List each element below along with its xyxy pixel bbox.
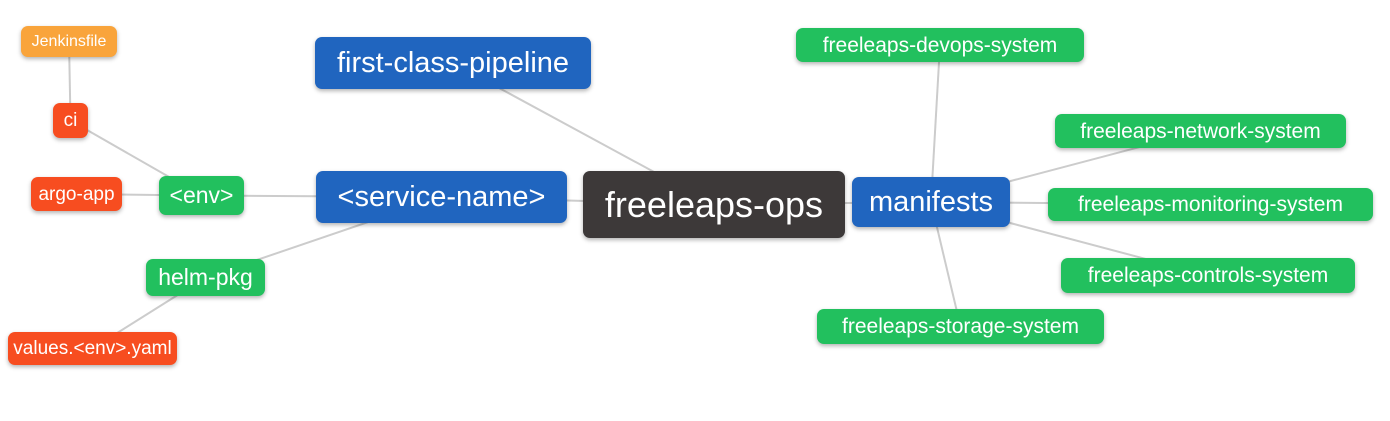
node-values-env-yaml[interactable]: values.<env>.yaml: [8, 332, 177, 365]
node-jenkinsfile[interactable]: Jenkinsfile: [21, 26, 117, 57]
node-ci[interactable]: ci: [53, 103, 88, 138]
node-freeleaps-ops[interactable]: freeleaps-ops: [583, 171, 845, 238]
node-argo-app[interactable]: argo-app: [31, 177, 122, 211]
node-env[interactable]: <env>: [159, 176, 244, 215]
node-helm-pkg[interactable]: helm-pkg: [146, 259, 265, 296]
node-freeleaps-storage-system[interactable]: freeleaps-storage-system: [817, 309, 1104, 344]
node-service-name[interactable]: <service-name>: [316, 171, 567, 223]
node-manifests[interactable]: manifests: [852, 177, 1010, 227]
node-first-class-pipeline[interactable]: first-class-pipeline: [315, 37, 591, 89]
node-freeleaps-monitoring-system[interactable]: freeleaps-monitoring-system: [1048, 188, 1373, 221]
node-freeleaps-controls-system[interactable]: freeleaps-controls-system: [1061, 258, 1355, 293]
edge-manifests-freeleaps-devops-system: [930, 44, 941, 203]
node-freeleaps-devops-system[interactable]: freeleaps-devops-system: [796, 28, 1084, 62]
node-freeleaps-network-system[interactable]: freeleaps-network-system: [1055, 114, 1346, 148]
